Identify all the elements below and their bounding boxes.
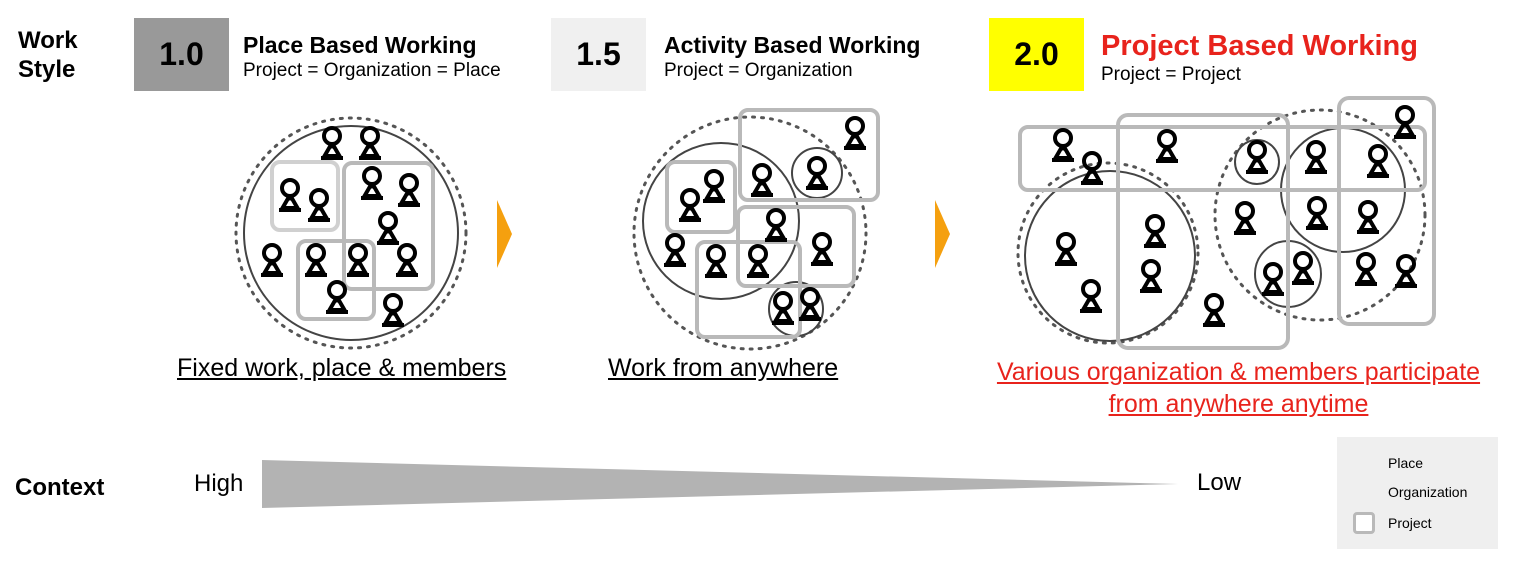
person-icon (770, 291, 796, 325)
title-place-based: Place Based Working (243, 32, 477, 58)
caption-project-based: Various organization & members participa… (961, 356, 1516, 420)
project-box (1116, 113, 1290, 350)
person-icon (797, 287, 823, 321)
person-icon (380, 293, 406, 327)
subtitle-project-based: Project = Project (1101, 64, 1241, 85)
person-icon (319, 126, 345, 160)
person-icon (745, 244, 771, 278)
diagram-place-based (234, 116, 468, 350)
person-icon (1303, 140, 1329, 174)
title-project-based: Project Based Working (1101, 30, 1418, 62)
person-icon (1154, 129, 1180, 163)
person-icon (804, 156, 830, 190)
person-icon (357, 126, 383, 160)
person-icon (1201, 293, 1227, 327)
person-icon (396, 173, 422, 207)
person-icon (1355, 200, 1381, 234)
person-icon (303, 243, 329, 277)
person-icon (259, 243, 285, 277)
person-icon (677, 188, 703, 222)
person-icon (1353, 252, 1379, 286)
project-box (695, 240, 802, 339)
subtitle-place-based: Project = Organization = Place (243, 60, 501, 81)
caption-project-line-1: Various organization & members participa… (996, 358, 1481, 386)
person-icon (662, 233, 688, 267)
place-circle (642, 142, 800, 300)
person-icon (324, 280, 350, 314)
person-icon (1053, 232, 1079, 266)
version-1-0: 1.0 (159, 36, 204, 72)
person-icon (277, 178, 303, 212)
context-label: Context (15, 474, 105, 501)
version-1-5: 1.5 (576, 36, 621, 72)
person-icon (1393, 254, 1419, 288)
person-icon (809, 232, 835, 266)
project-box (738, 108, 880, 202)
person-icon (1244, 140, 1270, 174)
project-box (270, 160, 340, 232)
place-circle (1024, 170, 1196, 342)
person-icon (1079, 151, 1105, 185)
person-icon (749, 163, 775, 197)
work-style-line-1: Work (18, 27, 78, 54)
work-style-line-2: Style (18, 56, 76, 83)
diagram-project-based (1016, 96, 1436, 350)
person-icon (1078, 279, 1104, 313)
caption-activity-based: Work from anywhere (608, 354, 839, 382)
place-circle (243, 125, 459, 341)
subtitle-activity-based: Project = Organization (664, 60, 853, 81)
orange-arrow-icon (935, 200, 950, 268)
legend: Place Organization Project (1337, 437, 1498, 549)
person-icon (1138, 259, 1164, 293)
legend-project-label: Project (1388, 515, 1432, 531)
person-icon (306, 188, 332, 222)
work-style-label: Work Style (18, 26, 78, 84)
organization-circle (234, 116, 468, 350)
organization-circle (1213, 108, 1427, 322)
person-icon (703, 244, 729, 278)
legend-organization-label: Organization (1388, 484, 1468, 500)
organization-circle (1016, 161, 1200, 345)
version-box-1-0: 1.0 (134, 18, 229, 91)
diagram-activity-based (632, 108, 880, 351)
version-2-0: 2.0 (1014, 36, 1059, 72)
person-icon (345, 243, 371, 277)
context-wedge (262, 460, 1178, 508)
person-icon (1050, 128, 1076, 162)
version-box-2-0: 2.0 (989, 18, 1084, 91)
orange-arrow-icon (497, 200, 512, 268)
project-box (736, 205, 856, 288)
person-icon (1365, 144, 1391, 178)
person-icon (1392, 105, 1418, 139)
person-icon (842, 116, 868, 150)
context-low-label: Low (1197, 469, 1242, 496)
caption-place-based: Fixed work, place & members (177, 354, 507, 382)
person-icon (763, 208, 789, 242)
person-icon (359, 166, 385, 200)
project-rounded-square-icon (1353, 512, 1375, 534)
person-icon (701, 169, 727, 203)
person-icon (375, 211, 401, 245)
project-box (1337, 96, 1436, 326)
project-box (342, 161, 435, 291)
person-icon (394, 243, 420, 277)
context-high-label: High (194, 470, 244, 497)
title-activity-based: Activity Based Working (664, 32, 921, 58)
project-box (1018, 125, 1427, 192)
person-icon (1290, 251, 1316, 285)
person-icon (1232, 201, 1258, 235)
organization-circle (632, 115, 868, 351)
version-box-1-5: 1.5 (551, 18, 646, 91)
project-box (665, 160, 737, 234)
project-box (296, 239, 376, 321)
legend-place-label: Place (1388, 455, 1424, 471)
person-icon (1260, 262, 1286, 296)
person-icon (1304, 196, 1330, 230)
caption-project-line-2: from anywhere anytime (1108, 390, 1369, 418)
person-icon (1142, 214, 1168, 248)
